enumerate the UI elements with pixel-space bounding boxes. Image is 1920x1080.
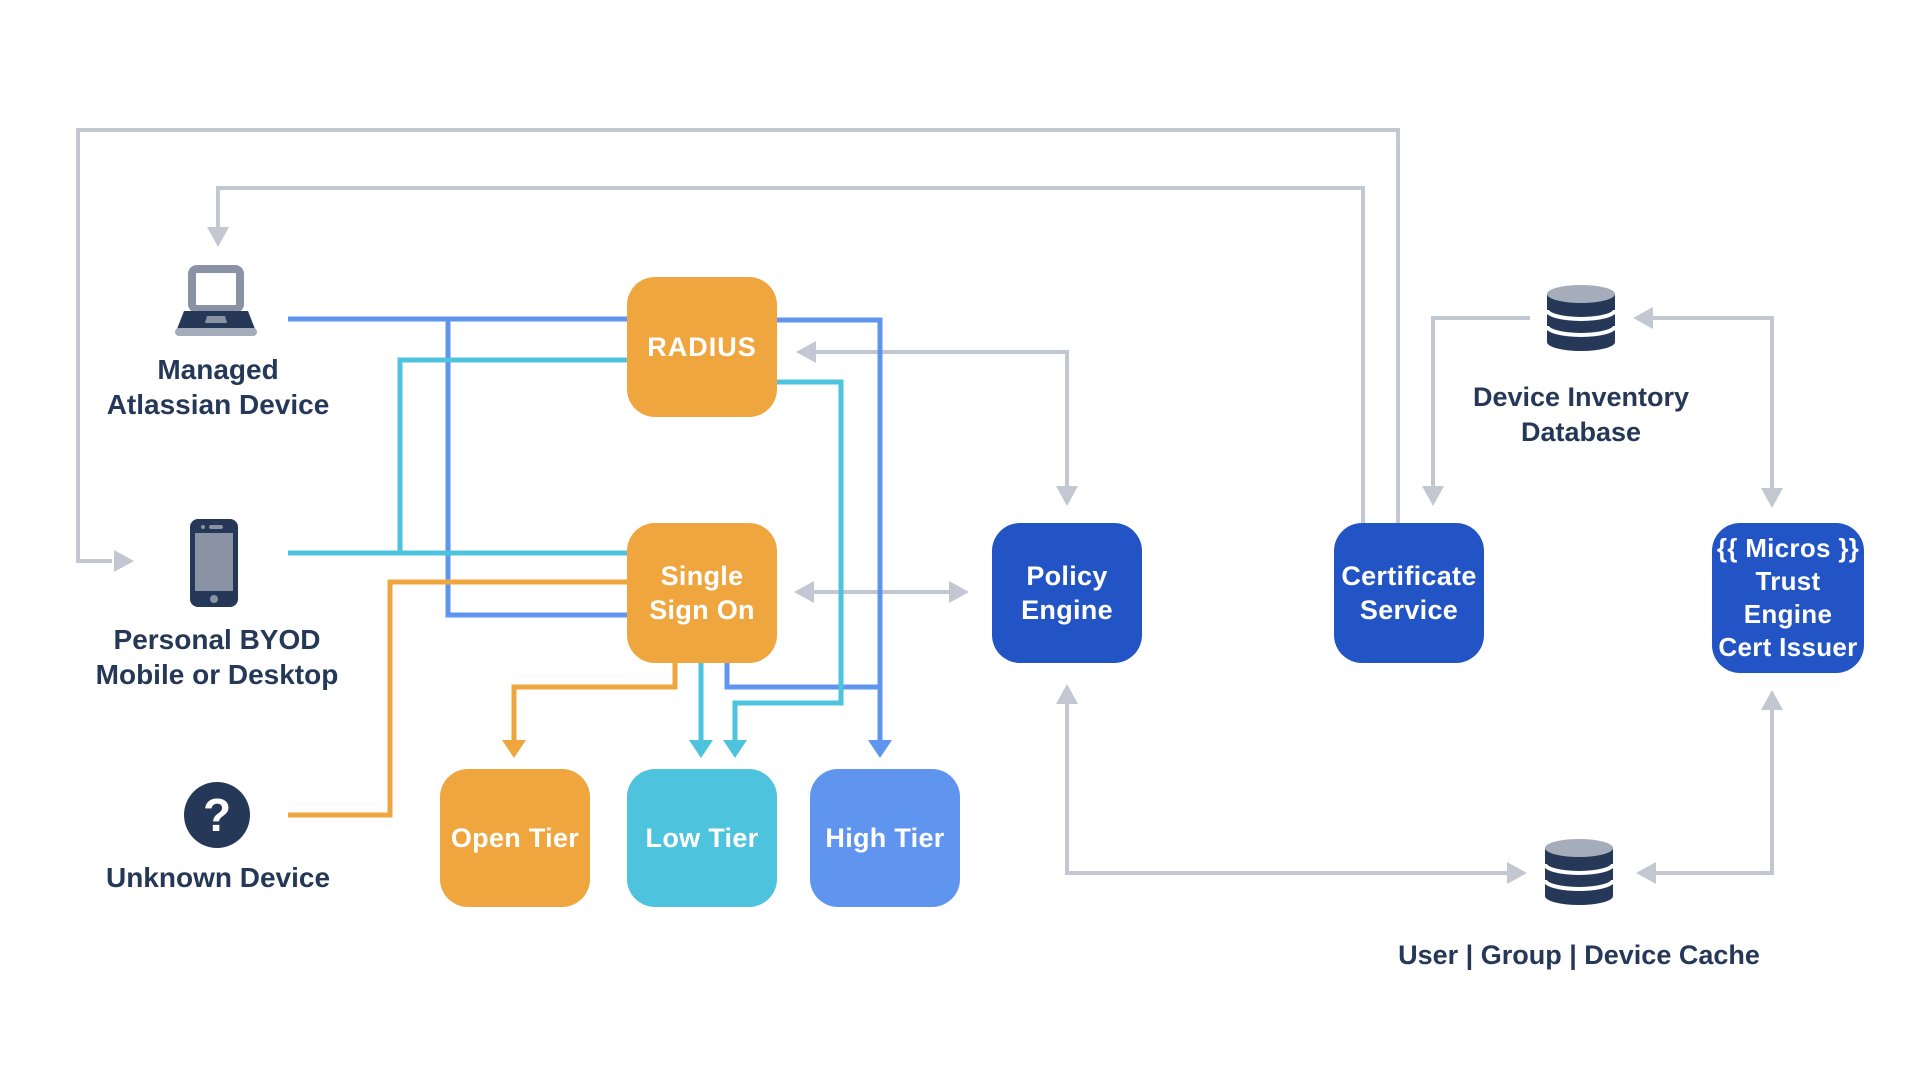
arrowhead: [1422, 486, 1444, 506]
managed-device-label: Managed Atlassian Device: [107, 352, 330, 422]
laptop-icon: [175, 265, 257, 336]
arrowhead: [1633, 307, 1653, 329]
arrowhead: [1056, 684, 1078, 704]
arrowhead: [796, 341, 816, 363]
edge-radius-to-high-tier: [772, 317, 892, 758]
database-icon: [1545, 285, 1617, 351]
edge-unknown-device-to-sso: [288, 579, 632, 818]
trust-engine-cert-issuer-node: {{ Micros }} Trust Engine Cert Issuer: [1712, 523, 1864, 673]
edge-radius-to-low-tier: [723, 379, 844, 758]
byod-device-label-line1: Personal BYOD: [113, 624, 321, 655]
edge-managed-device-to-sso: [445, 319, 632, 618]
arrowhead: [114, 550, 134, 572]
edge-radius-policy-engine: [796, 341, 1078, 506]
arrowhead: [723, 740, 747, 758]
arrowhead: [1056, 486, 1078, 506]
arrowhead: [1507, 862, 1527, 884]
unknown-device-label: Unknown Device: [105, 862, 331, 893]
managed-device-label-line2: Atlassian Device: [106, 389, 330, 420]
radius-node: RADIUS: [627, 277, 777, 417]
edge-inventory-db-trust-engine: [1633, 307, 1783, 508]
arrowhead: [502, 740, 526, 758]
edge-cert-service-to-byod-device: [76, 128, 1400, 572]
policy-engine-node: Policy Engine: [992, 523, 1142, 663]
edge-cert-service-to-managed-device: [207, 186, 1365, 530]
arrowhead: [1636, 862, 1656, 884]
question-mark-glyph: ?: [202, 789, 232, 841]
arrowhead: [1761, 488, 1783, 508]
inventory-db-label: Device Inventory Database: [1472, 382, 1690, 447]
certificate-service-node: Certificate Service: [1334, 523, 1484, 663]
database-icon: [1543, 839, 1615, 905]
managed-device-label-line1: Managed: [157, 354, 279, 385]
arrowhead: [1761, 690, 1783, 710]
byod-device-label: Personal BYOD Mobile or Desktop: [96, 622, 339, 692]
question-mark-icon: ?: [184, 782, 250, 848]
cache-db-label: User | Group | Device Cache: [1398, 940, 1760, 970]
low-tier-node: Low Tier: [627, 769, 777, 907]
edge-trust-engine-cache-db: [1636, 690, 1783, 884]
arrowhead: [794, 581, 814, 603]
edge-sso-to-low-tier: [689, 661, 713, 758]
byod-device-label-line2: Mobile or Desktop: [95, 659, 339, 690]
arrowhead: [868, 740, 892, 758]
arrowhead: [949, 581, 969, 603]
edge-inventory-db-to-cert-service: [1422, 316, 1530, 506]
edge-policy-engine-cache-db: [1056, 684, 1527, 884]
single-sign-on-node: Single Sign On: [627, 523, 777, 663]
edge-sso-to-high-tier: [724, 661, 880, 690]
edge-sso-to-open-tier: [502, 661, 678, 758]
open-tier-node: Open Tier: [440, 769, 590, 907]
smartphone-icon: [190, 519, 238, 607]
high-tier-node: High Tier: [810, 769, 960, 907]
arrowhead: [207, 227, 229, 247]
edge-byod-device-to-radius: [397, 357, 632, 553]
arrowhead: [689, 740, 713, 758]
